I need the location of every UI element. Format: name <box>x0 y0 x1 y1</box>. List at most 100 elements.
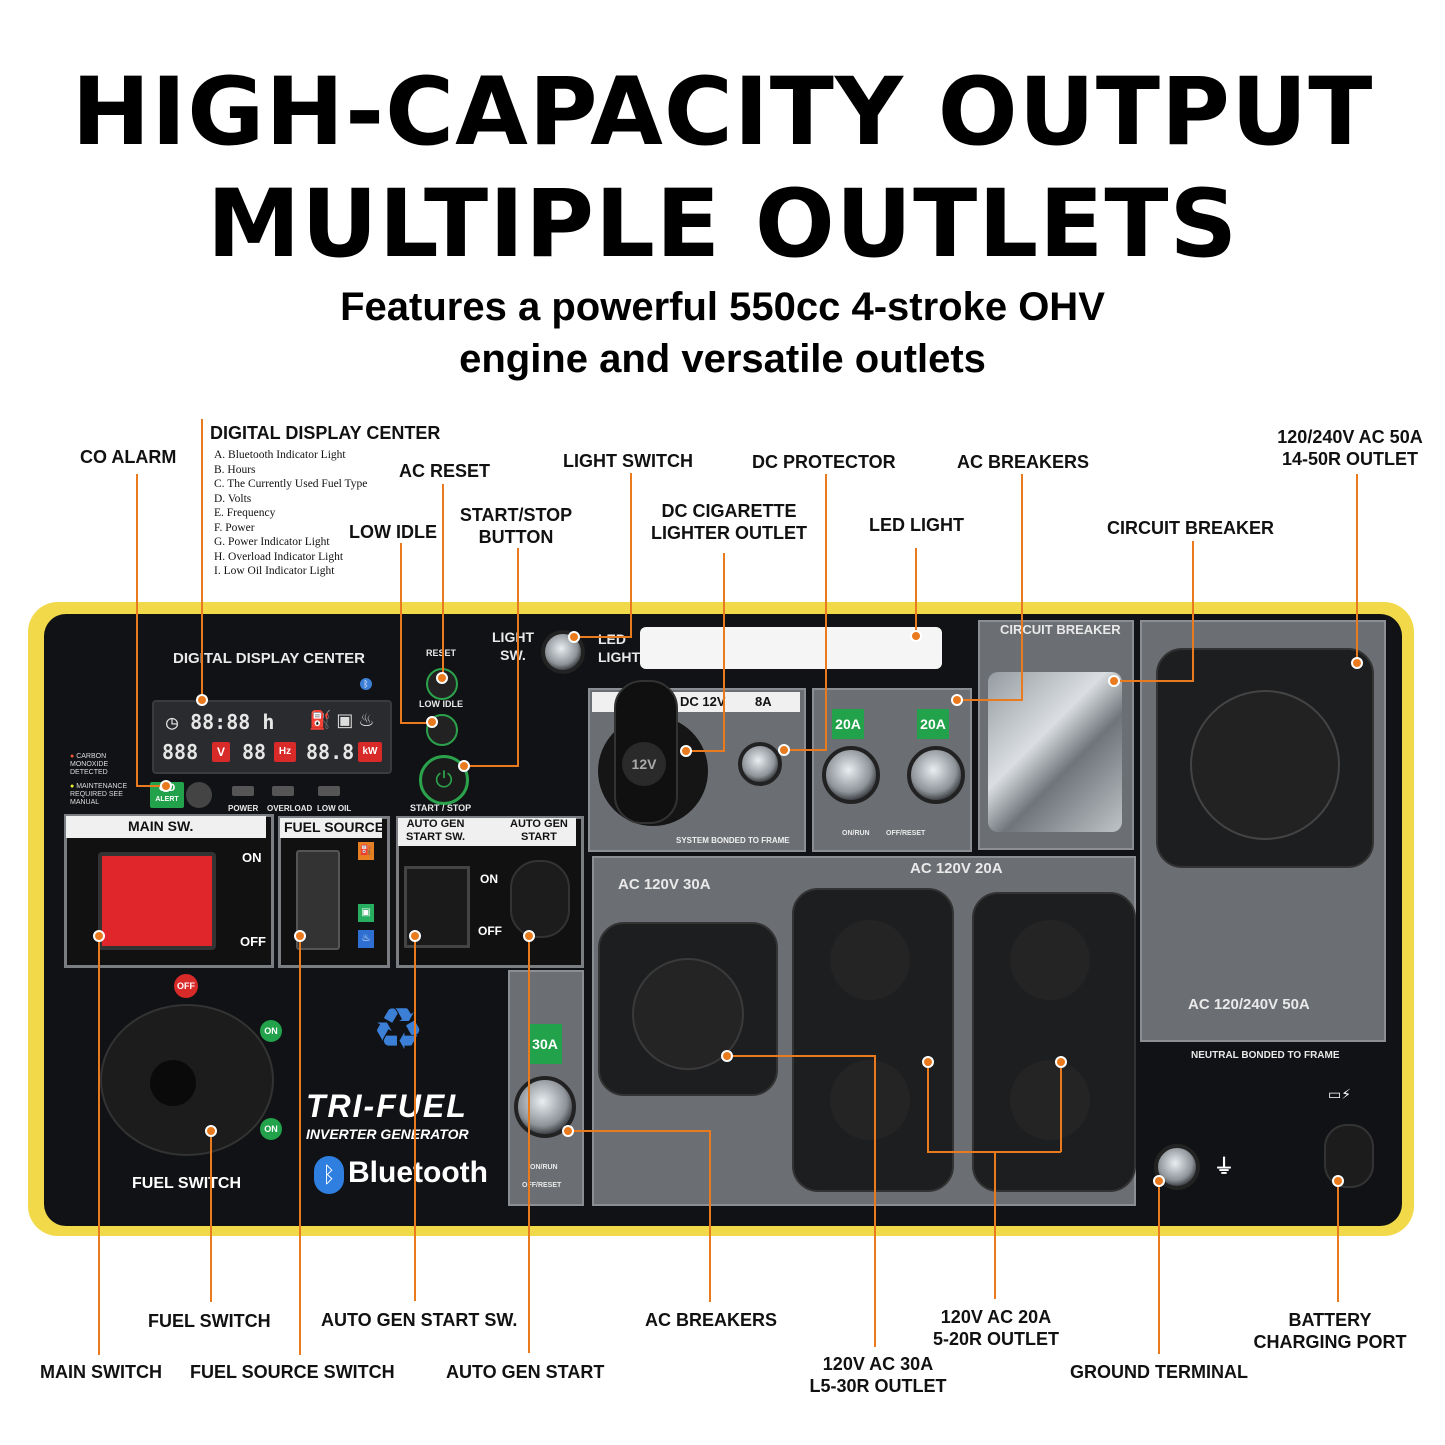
gasoline-icon: ⛽ <box>358 842 374 860</box>
dot-dc-protector <box>778 744 790 756</box>
subheadline-line-2: engine and versatile outlets <box>459 337 986 381</box>
freq-unit: Hz <box>274 742 296 762</box>
legend-item: D. Volts <box>214 492 252 505</box>
display-title: DIGITAL DISPLAY CENTER <box>173 650 365 667</box>
lcd-display: ◷ 88:88 h ⛽ ▣ ♨ 888 V 88 Hz 88.8 kW <box>152 700 392 774</box>
label-start-stop-line: START/STOP <box>459 505 573 525</box>
dot-outlet-20a-b <box>1055 1056 1067 1068</box>
leader-ground <box>1158 1180 1160 1354</box>
dot-led-light <box>910 630 922 642</box>
label-outlet-30a: 120V AC 30A L5-30R OUTLET <box>800 1353 956 1397</box>
main-sw-header <box>66 816 266 838</box>
dot-outlet-20a-a <box>922 1056 934 1068</box>
auto-gen-start-switch[interactable] <box>404 866 470 948</box>
leader-co-alarm-h <box>136 785 166 787</box>
neutral-bonded-text: NEUTRAL BONDED TO FRAME <box>1191 1050 1340 1061</box>
auto-gen-sw-line: START SW. <box>406 831 466 843</box>
off-reset-text: OFF/RESET <box>886 830 926 837</box>
reset-label: RESET <box>426 648 457 658</box>
leader-light-switch <box>630 473 632 637</box>
legend-item: F. Power <box>214 521 255 534</box>
leader-battery <box>1337 1180 1339 1302</box>
fuel-switch-center <box>150 1060 196 1106</box>
outlet-20a-socket-1[interactable] <box>830 920 910 1000</box>
breaker-30a-on-run: ON/RUN <box>530 1164 558 1171</box>
dot-ground <box>1153 1175 1165 1187</box>
label-outlet-20a: 120V AC 20A 5-20R OUTLET <box>926 1306 1066 1350</box>
leader-ac-reset <box>442 484 444 676</box>
label-ac-breakers-bottom: AC BREAKERS <box>645 1310 778 1330</box>
brand-name: TRI-FUEL <box>306 1088 468 1124</box>
power-icon: ⏻ <box>435 767 453 792</box>
breaker-20a-2-label: 20A <box>917 709 949 739</box>
led-label-line: LED <box>598 631 626 647</box>
trifuel-recycle-icon: ♻ <box>372 997 424 1062</box>
light-sw-line: SW. <box>500 647 526 663</box>
ac50-label: AC 120/240V 50A <box>1188 996 1310 1013</box>
leader-auto-gen <box>528 935 530 1353</box>
auto-gen-start-port[interactable] <box>510 860 570 938</box>
led-light-label: LED LIGHT <box>598 630 640 666</box>
bluetooth-indicator-icon: ᛒ <box>360 678 372 690</box>
legend-item: G. Power Indicator Light <box>214 536 330 548</box>
breaker-20a-1-label: 20A <box>832 709 864 739</box>
circuit-breaker-cover[interactable] <box>988 672 1122 832</box>
dot-light-switch <box>568 631 580 643</box>
label-outlet-50a-line: 120/240V AC 50A <box>1277 427 1423 447</box>
outlet-20a-socket-3[interactable] <box>1010 920 1090 1000</box>
auto-gen-on: ON <box>480 872 498 886</box>
label-ground-terminal: GROUND TERMINAL <box>1070 1362 1248 1382</box>
label-light-switch: LIGHT SWITCH <box>563 451 693 471</box>
label-led-light: LED LIGHT <box>869 515 964 535</box>
outlet-20a-socket-2[interactable] <box>830 1060 910 1140</box>
leader-main-switch <box>98 935 100 1355</box>
on-run-text: ON/RUN <box>842 830 870 837</box>
auto-gen-sw-line: AUTO GEN <box>406 818 465 830</box>
label-outlet-30a-line: 120V AC 30A <box>822 1354 934 1374</box>
leader-fuel-source <box>299 935 301 1355</box>
label-circuit-breaker: CIRCUIT BREAKER <box>1107 518 1275 538</box>
label-ac-reset: AC RESET <box>399 461 491 481</box>
breaker-20a-1-button[interactable] <box>822 746 880 804</box>
light-sw-line: LIGHT <box>492 629 534 645</box>
outlet-50a-socket[interactable] <box>1190 690 1340 840</box>
dot-display <box>196 694 208 706</box>
display-legend: A. Bluetooth Indicator Light B. Hours C.… <box>214 448 367 579</box>
breaker-30a-off-reset: OFF/RESET <box>522 1182 562 1189</box>
dc8a-label: 8A <box>755 694 772 709</box>
headline-line-1: HIGH-CAPACITY OUTPUT <box>71 58 1374 167</box>
fuel-on-badge-2: ON <box>260 1118 282 1140</box>
label-main-switch: MAIN SWITCH <box>40 1362 162 1382</box>
dot-auto-gen <box>523 930 535 942</box>
label-dc-cig-line: LIGHTER OUTLET <box>651 523 807 543</box>
main-switch-rocker[interactable] <box>98 852 216 950</box>
led-label-line: LIGHT <box>598 649 640 665</box>
auto-gen-off: OFF <box>478 924 502 938</box>
freq-value: 88 <box>242 740 267 764</box>
dot-ac-breakers-bottom <box>562 1125 574 1137</box>
dot-outlet-50a <box>1351 657 1363 669</box>
overload-label: OVERLOAD <box>267 804 313 813</box>
brand-sub: INVERTER GENERATOR <box>306 1126 469 1142</box>
legend-item: C. The Currently Used Fuel Type <box>214 478 368 490</box>
battery-icon: ▭⚡ <box>1328 1086 1352 1102</box>
carbon-text: ● CARBON MONOXIDE DETECTED <box>70 753 109 776</box>
leader-circuit-breaker-h <box>1114 680 1194 682</box>
main-sw-off: OFF <box>240 934 266 949</box>
breaker-20a-2-button[interactable] <box>907 746 965 804</box>
dc-protector-button[interactable] <box>738 742 782 786</box>
outlet-20a-socket-4[interactable] <box>1010 1060 1090 1140</box>
co-alarm-button[interactable] <box>186 782 212 808</box>
label-co-alarm: CO ALARM <box>80 447 177 467</box>
light-sw-label: LIGHT SW. <box>492 628 534 664</box>
low-idle-button[interactable] <box>426 714 458 746</box>
legend-item: A. Bluetooth Indicator Light <box>214 449 346 461</box>
leader-start-stop <box>517 548 519 766</box>
main-sw-on: ON <box>242 850 262 865</box>
label-outlet-20a-line: 120V AC 20A <box>940 1307 1052 1327</box>
leader-ac-breakers-bottom-h <box>568 1130 710 1132</box>
low-idle-label: LOW IDLE <box>419 699 463 709</box>
dot-fuel-switch <box>205 1125 217 1137</box>
leader-outlet-30a-h <box>727 1055 875 1057</box>
breaker-30a-button[interactable] <box>514 1076 576 1138</box>
